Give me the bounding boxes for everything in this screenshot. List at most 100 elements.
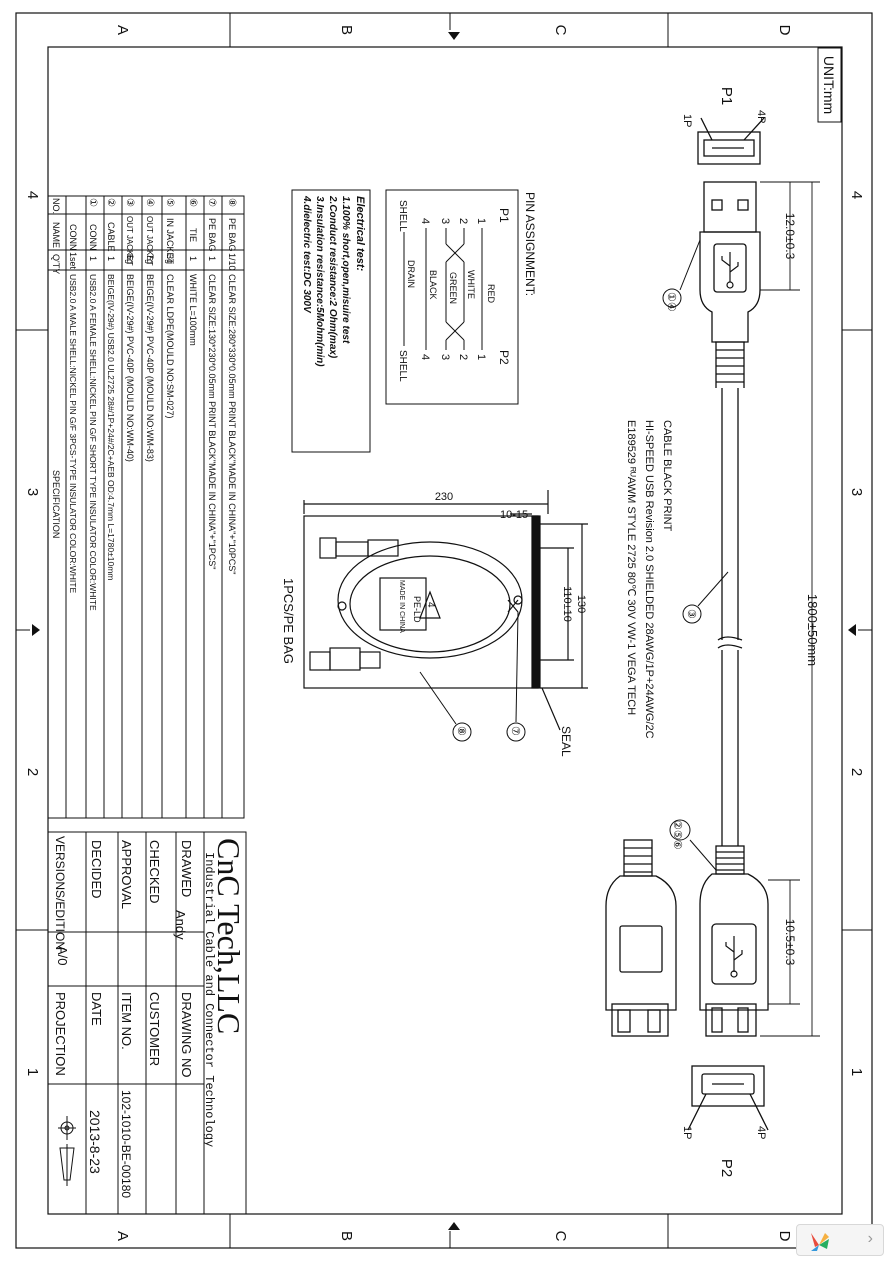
p2-label: P2	[718, 1159, 735, 1177]
seal-label: SEAL	[559, 726, 573, 757]
p2-side-view	[605, 839, 677, 1037]
p2-pin-last: 4P	[755, 1126, 767, 1139]
decided-label: DECIDED	[89, 840, 104, 899]
spec-row-no: ⑥	[187, 198, 198, 207]
callout-2-5-6: ②⑤⑥	[671, 820, 683, 850]
zone-number-3-left: 3	[24, 488, 41, 496]
spec-row-no: ⑧	[226, 198, 237, 207]
zone-letter-a-top: A	[114, 25, 131, 35]
bag-made-in: MADE IN CHINA	[398, 580, 405, 633]
bag-caption: 1PCS/PE BAG	[281, 578, 296, 664]
callout-8: ⑧	[455, 726, 467, 736]
company-tagline: Industrial Cable and Connector Technolog…	[202, 852, 216, 1147]
electrical-test-item-2: 2.Conduct resistance:2 Ohm(max)	[327, 195, 338, 359]
zone-letter-d-top: D	[776, 25, 793, 36]
zone-number-2-right: 2	[848, 768, 865, 776]
spec-row-qty: 1	[106, 256, 116, 261]
wire-green: GREEN	[448, 272, 458, 304]
spec-row-name: CONN	[88, 224, 98, 251]
wire-black: BLACK	[428, 270, 438, 300]
pin-p2-label: P2	[497, 350, 511, 365]
bag-height-dim: 130	[575, 595, 587, 613]
electrical-test-box	[291, 189, 371, 453]
spec-row-qty: 7g	[145, 254, 155, 264]
dim-cable-length: 1800±50mm	[805, 594, 820, 666]
zone-letter-b-bottom: B	[338, 1231, 355, 1241]
zone-letter-c-top: C	[552, 25, 569, 36]
spec-row-spec: USB2.0 A FEMALE SHELL:NICKEL PIN G/F SHO…	[88, 274, 98, 611]
wire-red: RED	[486, 284, 496, 304]
cable	[717, 388, 743, 846]
dimension-lines	[760, 181, 820, 1037]
date-label: DATE	[89, 992, 104, 1026]
spec-row-spec: CLEAR SIZE:130*230*0.05mm PRINT BLACK"MA…	[207, 274, 217, 569]
zone-ticks	[16, 13, 872, 1248]
center-markers	[32, 32, 856, 1230]
pin-left-1: 1	[475, 218, 487, 224]
spec-row-qty: 1/10	[227, 253, 237, 271]
drawing-no-label: DRAWING NO	[179, 992, 194, 1077]
spec-row-spec: CLEAR SIZE:280*330*0.05mm PRINT BLACK"MA…	[227, 274, 237, 574]
spec-row-name: IN JACKET	[165, 218, 175, 265]
bag-width-dim: 230	[435, 491, 453, 503]
checked-label: CHECKED	[147, 840, 162, 904]
spec-row-no: ③	[124, 198, 135, 207]
zone-number-4-left: 4	[24, 191, 41, 199]
pin-right-2: 2	[457, 354, 469, 360]
version-value: A/0	[55, 946, 70, 966]
callout-3: ③	[685, 609, 697, 619]
chevron-right-icon[interactable]: ›	[867, 1230, 873, 1247]
spec-row-qty: 1set	[68, 252, 78, 270]
pin-wiring	[403, 228, 483, 350]
electrical-test-item-1: 1.100% short,open,misuire test	[340, 196, 351, 344]
spec-row-no: ②	[105, 198, 116, 207]
bag-seal-offset-dim: 10-15	[500, 509, 528, 521]
spec-row-name: PE BAG	[227, 218, 237, 252]
pin-right-4: 4	[419, 354, 431, 360]
dim-p1-length: 12.0±0.3	[783, 213, 797, 260]
spec-row-spec: CLEAR LDPE(MOULD NO:SM-027)	[165, 274, 175, 419]
title-block-grid	[47, 831, 247, 1215]
dim-p2-length: 10.5±0.3	[783, 919, 797, 966]
customer-label: CUSTOMER	[147, 992, 162, 1066]
zone-number-2-left: 2	[24, 768, 41, 776]
projection-symbol	[58, 1116, 76, 1186]
date-value: 2013-8-23	[87, 1110, 103, 1174]
wire-white: WHITE	[466, 270, 476, 299]
p1-label: P1	[718, 87, 735, 105]
spec-table-grid	[47, 195, 245, 819]
drawed-label: DRAWED	[179, 840, 194, 897]
wire-drain: DRAIN	[406, 260, 416, 288]
viewer-zoom-control[interactable]: ›	[796, 1224, 884, 1256]
viewer-logo-icon	[811, 1233, 829, 1251]
usb-icon	[725, 936, 743, 978]
spec-row-spec: BEIGE(IV-29#) USB2.0 UL2725 28#/1P+24#/2…	[106, 274, 116, 580]
spec-row-name: PE BAG	[207, 218, 217, 252]
spec-header-no: NO.	[51, 198, 61, 214]
p2-end-view	[687, 1065, 769, 1131]
pin-assignment-title: PIN ASSIGNMENT:	[523, 192, 537, 296]
cable-print-line1: HI-SPEED USB Revision 2.0 SHIELDED 28AWG…	[643, 420, 655, 739]
pin-left-3: 3	[439, 218, 451, 224]
p1-pin-first: 1P	[681, 114, 693, 127]
zone-letter-c-bottom: C	[552, 1231, 569, 1242]
pin-shell-right: SHELL	[397, 350, 408, 382]
spec-row-name: OUT JACKET	[125, 216, 134, 266]
p2-pin-first: 1P	[681, 1126, 693, 1139]
spec-row-spec: USB2.0 A MALE SHELL:NICKEL PIN G/F 3PCS-…	[68, 274, 78, 593]
spec-row-qty: 6g	[125, 254, 135, 264]
zone-number-1-left: 1	[24, 1068, 41, 1076]
spec-row-no: ⑦	[206, 198, 217, 207]
spec-row-no: ①	[87, 198, 98, 207]
unit-label: UNIT:mm	[821, 56, 837, 114]
spec-row-name: OUT JACKET	[145, 216, 154, 266]
bag-logo-number: 4	[425, 602, 436, 608]
spec-row-name: TIE	[188, 228, 198, 242]
pin-assignment-box	[385, 189, 519, 405]
usb-icon	[721, 252, 739, 289]
p1-connector	[697, 117, 765, 165]
zone-number-1-right: 1	[848, 1068, 865, 1076]
spec-row-spec: WHITE L=100mm	[188, 274, 198, 346]
callout-7: ⑦	[509, 726, 521, 736]
